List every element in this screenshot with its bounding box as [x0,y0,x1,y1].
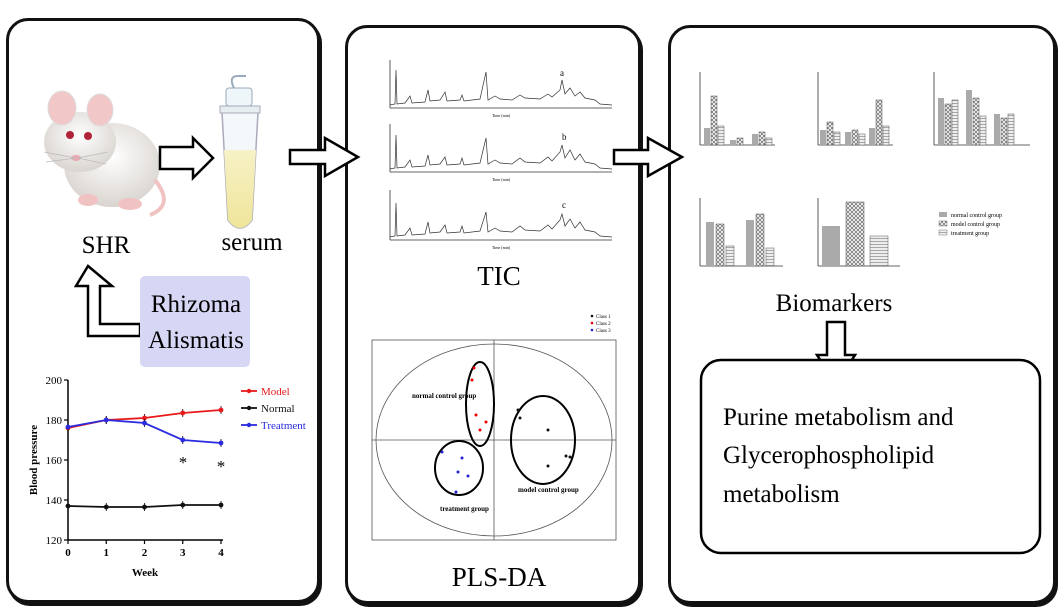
tic-letter: a [560,68,564,78]
significance-mark: * [217,457,226,476]
y-tick-label: 120 [46,535,63,547]
plsda-legend: Class 1 Class 2 Class 3 [590,314,611,334]
biomarker-chart [817,198,900,267]
legend-entry: Normal [261,403,295,415]
plsda-score-plot: normal control group model control group… [371,314,617,541]
legend-entry: Class 2 [596,322,611,327]
tic-trace-b: b Time (min) [389,124,613,182]
treatment-line1: Rhizoma [151,291,241,318]
tic-axis-label: Time (min) [492,113,511,118]
tic-trace-a: a Time (min) [389,60,613,118]
x-tick-label: 3 [180,547,186,559]
plsda-label: PLS-DA [452,562,547,592]
group-label: model control group [518,486,579,494]
arrow-up-icon [73,264,142,338]
x-tick-label: 1 [104,547,110,559]
data-point [103,504,109,510]
legend-entry: model control group [951,222,1000,228]
legend-entry: Treatment [261,420,306,432]
biomarker-chart [699,72,775,146]
tic-letter: b [562,132,567,142]
y-tick-label: 140 [46,495,63,507]
tic-axis-label: Time (min) [492,245,511,250]
x-axis-label: Week [132,567,159,579]
legend-marker [246,388,252,394]
data-point [218,440,224,446]
data-point [142,504,147,510]
x-tick-label: 4 [218,547,224,559]
y-tick-label: 160 [46,455,63,467]
biomarker-legend: normal control group model control group… [938,212,1002,237]
biomarker-chart [699,198,783,267]
legend-entry: Class 1 [596,315,611,320]
pathway-line1: Purine metabolism and [723,404,954,431]
rat-illustration [43,90,166,217]
treatment-box [140,276,250,367]
pathway-line2: Glycerophospholipid [723,442,935,469]
pathway-box [699,358,1042,555]
biomarker-chart [817,72,893,146]
data-point [103,417,109,423]
tic-axis-label: Time (min) [492,177,511,182]
legend-entry: normal control group [951,213,1002,219]
legend-entry: treatment group [951,231,989,237]
data-point [218,502,224,508]
legend-marker [246,405,252,411]
legend-entry: Model [261,386,290,398]
treatment-line2: Alismatis [148,327,244,354]
biomarkers-label: Biomarkers [776,290,893,317]
pathway-line3: metabolism [723,481,840,508]
serum-tube-icon [219,75,261,229]
legend-entry: Class 3 [596,329,611,334]
plsda-points [440,366,572,494]
data-point [180,410,186,416]
data-point [180,502,186,508]
tic-letter: c [562,200,566,210]
tic-label: TIC [477,261,521,291]
biomarker-chart [933,72,1030,146]
legend-marker [246,422,252,428]
tic-chromatograms: a Time (min) b Time (min) c Time (min) [389,60,613,250]
group-label: normal control group [412,392,476,400]
arrow-right-icon [288,135,361,179]
significance-mark: * [179,453,188,472]
tic-trace-c: c Time (min) [389,190,613,250]
blood-pressure-chart: 120 140 160 180 200 0 1 2 3 4 ModelNormalTreatme… [28,375,306,579]
data-point [142,420,147,426]
serum-label: serum [221,229,283,256]
group-label: treatment group [440,505,489,513]
data-point [142,415,147,421]
biomarker-bar-charts: normal control group model control group… [699,72,1030,267]
arrow-right-icon [612,135,685,179]
data-point [180,437,186,443]
y-axis-label: Blood pressure [28,425,40,495]
x-tick-label: 2 [142,547,148,559]
data-point [65,503,71,509]
rat-label: SHR [82,232,131,259]
data-point [218,407,224,413]
arrow-right-icon [158,134,215,182]
y-tick-label: 200 [46,375,63,387]
x-tick-label: 0 [65,547,71,559]
y-tick-label: 180 [46,415,63,427]
data-point [65,424,71,430]
